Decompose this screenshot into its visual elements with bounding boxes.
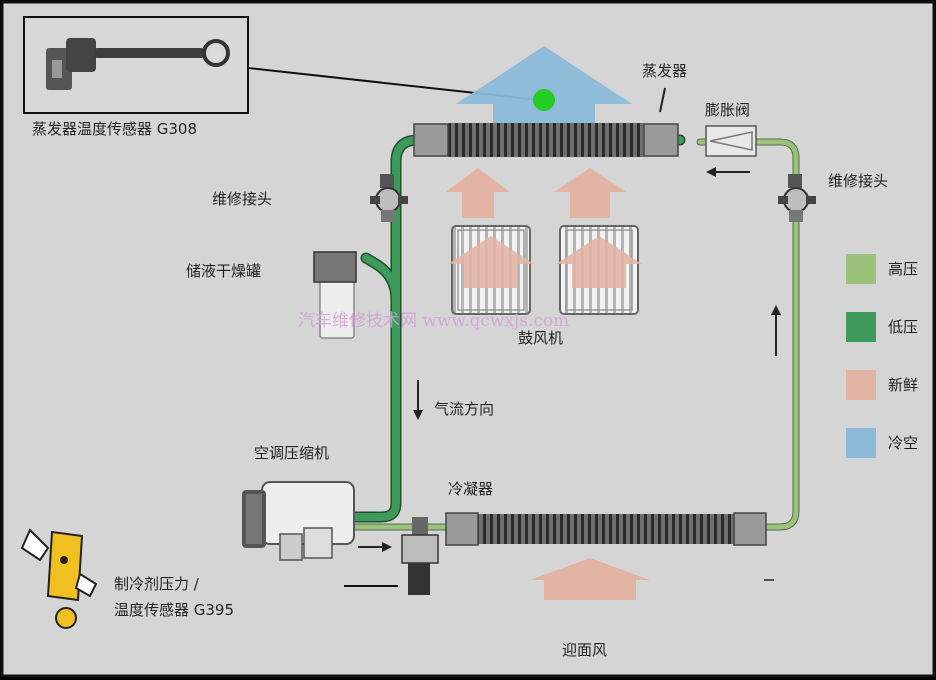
compressor xyxy=(242,481,355,561)
flow-arrows xyxy=(358,167,781,581)
legend-label-fresh-air: 新鲜 xyxy=(888,376,918,394)
legend-label-low-pressure: 低压 xyxy=(888,318,918,336)
legend-swatch-cold-air xyxy=(846,428,876,458)
fresh-air-arrow xyxy=(448,236,534,288)
fresh-air-arrow xyxy=(556,236,642,288)
blower-label: 鼓风机 xyxy=(518,329,563,347)
condenser xyxy=(445,512,767,546)
pressure-sensor-label-line1: 制冷剂压力 / xyxy=(114,575,200,593)
evaporator-pointer xyxy=(659,87,666,113)
ram-air-arrow xyxy=(530,558,650,600)
expansion-valve-label: 膨胀阀 xyxy=(705,101,750,119)
airflow-direction-label: 气流方向 xyxy=(434,400,494,418)
compressor-label: 空调压缩机 xyxy=(254,444,329,462)
mascot-figure xyxy=(20,528,98,629)
legend-swatch-low-pressure xyxy=(846,312,876,342)
ram-air-label: 迎面风 xyxy=(562,641,607,659)
pressure-sensor-label-line2: 温度传感器 G395 xyxy=(114,601,234,619)
evaporator-label: 蒸发器 xyxy=(642,62,687,80)
receiver-drier xyxy=(313,251,357,339)
service-port-left xyxy=(370,174,408,222)
fresh-air-arrows-overlay xyxy=(448,236,642,288)
sensor-location-dot xyxy=(533,89,555,111)
watermark: 汽车维修技术网 www.qcwxjs.com xyxy=(298,311,569,331)
evaporator-sensor-inset xyxy=(23,16,249,114)
fresh-air-arrow xyxy=(446,168,510,218)
pressure-temperature-sensor xyxy=(401,517,439,595)
legend-swatch-high-pressure xyxy=(846,254,876,284)
evaporator-sensor-label: 蒸发器温度传感器 G308 xyxy=(32,120,197,138)
evaporator xyxy=(413,123,679,157)
legend: 高压 低压 新鲜 冷空 xyxy=(846,254,918,458)
receiver-drier-label: 储液干燥罐 xyxy=(186,262,261,280)
fresh-air-arrows xyxy=(446,168,650,600)
service-port-right-label: 维修接头 xyxy=(828,172,888,190)
fresh-air-arrow xyxy=(554,168,626,218)
legend-swatch-fresh-air xyxy=(846,370,876,400)
service-port-left-label: 维修接头 xyxy=(212,190,272,208)
high-pressure-line xyxy=(348,138,800,531)
legend-label-cold-air: 冷空 xyxy=(888,434,918,452)
expansion-valve xyxy=(705,125,757,157)
legend-label-high-pressure: 高压 xyxy=(888,260,918,278)
service-port-right xyxy=(778,174,816,222)
condenser-label: 冷凝器 xyxy=(448,480,493,498)
